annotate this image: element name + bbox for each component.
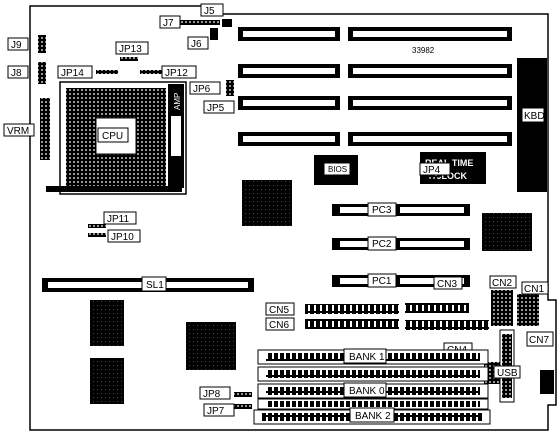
pci-slot-pc3: PC3 [332,202,470,217]
svg-text:BANK 2: BANK 2 [355,411,391,422]
j8-jumper: J8 [7,62,46,84]
svg-text:JP14: JP14 [61,68,84,79]
cpu-socket: CPU AMP [46,81,187,195]
jp5-jumper: JP5 [203,100,235,114]
memory-bank-extra [257,366,489,382]
jp4-jumper: JP4 [419,162,451,180]
svg-text:J9: J9 [11,40,22,51]
chipset-chip [186,322,236,370]
chipset-chip [242,180,292,226]
svg-text:JP11: JP11 [107,214,129,225]
sl1-slot: SL1 [42,276,254,292]
svg-text:PC3: PC3 [372,205,392,216]
jp10-jumper: JP10 [88,229,141,243]
pci-slot-pc2: PC2 [332,236,470,251]
svg-text:JP13: JP13 [119,44,142,55]
bios-chip: BIOS [314,155,358,185]
svg-text:CN5: CN5 [269,305,289,316]
memory-bank-0: BANK 0 [257,382,489,399]
chipset-chip [482,213,532,251]
jp12-jumper: JP12 [140,65,197,79]
svg-text:CN7: CN7 [529,335,549,346]
svg-text:JP7: JP7 [207,406,225,417]
svg-text:BANK 1: BANK 1 [349,352,385,363]
svg-text:J5: J5 [204,6,215,17]
j6-jumper: J6 [187,28,218,50]
svg-text:JP5: JP5 [207,103,225,114]
jp13-jumper: JP13 [115,41,149,61]
svg-text:JP8: JP8 [203,389,221,400]
svg-text:VRM: VRM [7,126,29,137]
kbd-label: KBD [524,111,545,122]
j7-jumper: J7 [159,15,220,29]
svg-text:JP10: JP10 [111,232,134,243]
cn3-connector: CN3 [405,276,469,313]
svg-text:J7: J7 [163,18,174,29]
svg-text:CN1: CN1 [524,284,544,295]
svg-text:J8: J8 [11,68,22,79]
cn2-connector: CN2 [489,275,517,326]
cn5-connector: CN5 [265,302,399,316]
svg-text:JP6: JP6 [193,84,211,95]
svg-text:CN2: CN2 [492,278,512,289]
vrm-connector: VRM [3,98,50,160]
amp-label: AMP [173,93,182,110]
svg-text:BANK 0: BANK 0 [349,386,385,397]
cn6-connector: CN6 [265,317,399,331]
svg-text:CN6: CN6 [269,320,289,331]
j9-jumper: J9 [7,35,46,53]
jp8-jumper: JP8 [199,386,252,400]
svg-text:USB: USB [497,368,518,379]
svg-text:PC1: PC1 [372,276,392,287]
svg-text:PC2: PC2 [372,239,392,250]
j5-jumper: J5 [200,3,232,27]
jp6-jumper: JP6 [189,80,234,96]
keyboard-connector [517,58,547,192]
cn1-connector: CN1 [517,281,549,326]
svg-text:CLOCK: CLOCK [435,171,467,181]
memory-chip [90,358,124,404]
jp11-jumper: JP11 [88,211,137,228]
jp14-jumper: JP14 [57,65,118,79]
svg-text:J6: J6 [191,39,202,50]
svg-text:CN3: CN3 [437,279,457,290]
svg-text:JP12: JP12 [165,68,188,79]
memory-bank-1: BANK 1 [257,348,489,365]
jp7-jumper: JP7 [203,403,252,417]
memory-chip [90,300,124,346]
isa-slots [238,27,512,146]
bios-label: BIOS [328,165,347,174]
svg-text:SL1: SL1 [146,280,164,291]
cpu-label: CPU [102,131,123,142]
svg-text:JP4: JP4 [423,165,441,176]
board-number: 33982 [412,46,435,55]
memory-bank-2: BANK 2 [253,407,491,425]
